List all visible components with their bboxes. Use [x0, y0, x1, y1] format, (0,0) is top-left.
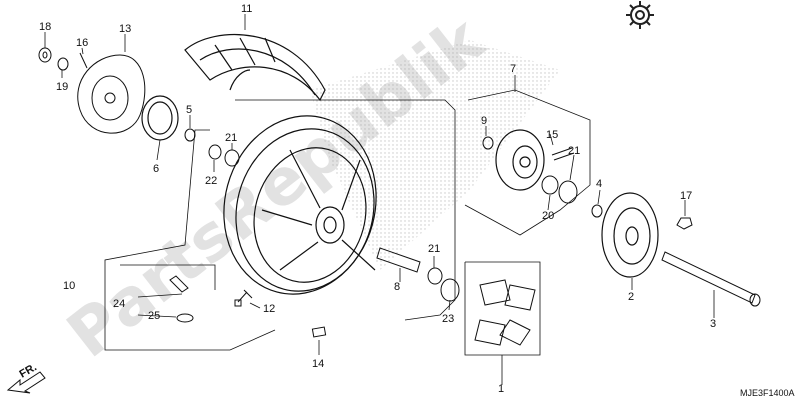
part-label-9[interactable]: 9	[481, 115, 487, 127]
label-leaders	[44, 14, 715, 385]
part-label-7[interactable]: 7	[510, 63, 516, 75]
part-label-12[interactable]: 12	[263, 303, 275, 315]
part-label-21a[interactable]: 21	[225, 132, 237, 144]
part-label-2[interactable]: 2	[628, 291, 634, 303]
part-label-14[interactable]: 14	[312, 358, 324, 370]
part-label-5[interactable]: 5	[186, 104, 192, 116]
tire	[184, 34, 326, 102]
group-lines	[104, 89, 591, 356]
final-driven-flange	[495, 129, 545, 191]
part-label-4[interactable]: 4	[596, 178, 602, 190]
brake-disc	[77, 54, 146, 134]
part-label-13[interactable]: 13	[119, 23, 131, 35]
flange-collar	[482, 136, 494, 150]
part-label-21b[interactable]: 21	[428, 243, 440, 255]
part-label-23[interactable]: 22	[205, 175, 217, 187]
part-label-1[interactable]: 1	[498, 383, 504, 395]
part-label-16[interactable]: 16	[76, 37, 88, 49]
sprocket-nut	[591, 204, 693, 230]
part-label-3[interactable]: 3	[710, 318, 716, 330]
part-label-19[interactable]: 19	[56, 81, 68, 93]
part-label-17[interactable]: 17	[680, 190, 692, 202]
part-label-24[interactable]: 23	[442, 313, 454, 325]
exploded-shading	[310, 40, 560, 270]
tire-valve	[234, 289, 253, 307]
part-label-18[interactable]: 18	[39, 21, 51, 33]
valve-assembly	[169, 275, 194, 323]
part-label-25[interactable]: 24	[113, 298, 125, 310]
part-label-20[interactable]: 20	[542, 210, 554, 222]
driven-sprocket	[601, 192, 659, 278]
rear-axle	[661, 251, 761, 307]
disc-washer	[57, 57, 69, 71]
part-label-15[interactable]: 15	[546, 129, 558, 141]
flange-stud	[551, 147, 575, 161]
part-label-22[interactable]: 21	[568, 145, 580, 157]
balance-weight	[311, 326, 327, 338]
part-label-6[interactable]: 6	[153, 163, 159, 175]
axle-sleeve	[376, 247, 421, 273]
disc-bolt	[79, 52, 88, 69]
part-label-11[interactable]: 11	[241, 3, 252, 15]
part-label-26[interactable]: 25	[148, 310, 160, 322]
damper-rubbers	[474, 279, 536, 346]
part-label-10[interactable]: 10	[63, 280, 75, 292]
rear-wheel	[223, 115, 377, 295]
front-direction-arrow	[6, 371, 46, 394]
part-label-8[interactable]: 8	[394, 281, 400, 293]
diagram-code: MJE3F1400A	[740, 388, 795, 398]
side-collar	[184, 128, 196, 142]
gear-icon	[626, 1, 654, 29]
front-arrow-label: FR.	[18, 361, 39, 380]
